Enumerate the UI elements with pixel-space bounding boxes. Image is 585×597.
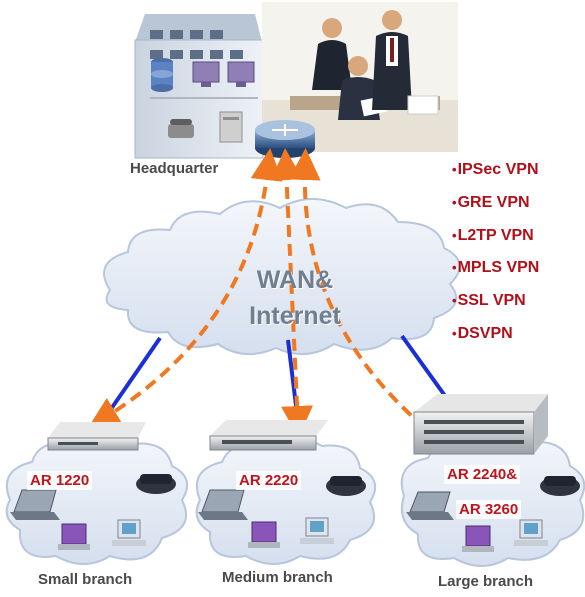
server-icon — [219, 111, 243, 143]
bullet-icon: • — [452, 293, 457, 309]
laptop-icon — [406, 491, 454, 520]
video-terminal-icon — [300, 517, 334, 544]
router-small-icon — [47, 422, 146, 451]
small-branch-label: Small branch — [38, 571, 133, 588]
bullet-icon: • — [452, 260, 457, 276]
vpn-type-label: SSL VPN — [457, 292, 526, 310]
bullet-icon: • — [452, 162, 457, 177]
medium-branch-devices — [198, 476, 366, 548]
large-branch-devices — [406, 476, 580, 552]
vpn-type-label: IPSec VPN — [457, 161, 539, 178]
phone-icon — [540, 476, 580, 496]
people-photo — [262, 2, 458, 152]
phone-icon — [136, 474, 176, 494]
video-terminal-icon — [112, 519, 146, 546]
router-model-medium: AR 2220 — [236, 471, 302, 490]
computer-icon — [192, 61, 255, 87]
vpn-types-list: •IPSec VPN •GRE VPN •L2TP VPN •MPLS VPN … — [452, 156, 539, 353]
computer-icon — [58, 523, 90, 550]
bullet-icon: • — [452, 227, 457, 243]
wan-label-line1: WAN& — [256, 266, 334, 294]
computer-icon — [462, 525, 494, 552]
router-medium-icon — [209, 420, 328, 451]
vpn-type-label: MPLS VPN — [457, 259, 540, 277]
vpn-tunnels — [87, 148, 450, 448]
phone-icon — [326, 476, 366, 496]
tunnel-small — [87, 148, 283, 429]
wan-link-large — [400, 334, 450, 402]
bullet-icon: • — [452, 325, 457, 341]
vpn-type-label: L2TP VPN — [457, 226, 534, 244]
vpn-type-item: •GRE VPN — [452, 189, 539, 216]
router-icon — [255, 120, 315, 158]
tunnel-large — [288, 148, 450, 448]
vpn-type-label: DSVPN — [457, 324, 513, 342]
medium-branch-label: Medium branch — [222, 569, 333, 586]
laptop-icon — [198, 489, 248, 520]
laptop-icon — [10, 489, 60, 520]
phone-icon — [168, 119, 194, 138]
wan-label-line2: Internet — [249, 302, 341, 330]
vpn-type-item: •L2TP VPN — [452, 222, 539, 249]
computer-icon — [248, 521, 280, 548]
router-model-large-line2: AR 3260 — [456, 500, 522, 519]
vpn-type-item: •DSVPN — [452, 320, 539, 347]
vpn-type-label: GRE VPN — [457, 193, 530, 211]
wan-link-small — [98, 336, 162, 427]
wan-internet-label: WAN& Internet — [230, 262, 360, 334]
vpn-type-item: •IPSec VPN — [452, 156, 539, 183]
vpn-type-item: •SSL VPN — [452, 287, 539, 314]
headquarter-label: Headquarter — [130, 160, 219, 177]
vpn-type-item: •MPLS VPN — [452, 254, 539, 281]
router-large-icon — [413, 394, 548, 455]
large-branch-label: Large branch — [438, 573, 534, 590]
router-model-large-line1: AR 2240& — [444, 465, 521, 484]
router-model-small: AR 1220 — [27, 471, 93, 490]
video-terminal-icon — [514, 519, 548, 546]
small-branch-devices — [10, 474, 176, 550]
database-icon — [151, 58, 173, 92]
bullet-icon: • — [452, 194, 457, 210]
